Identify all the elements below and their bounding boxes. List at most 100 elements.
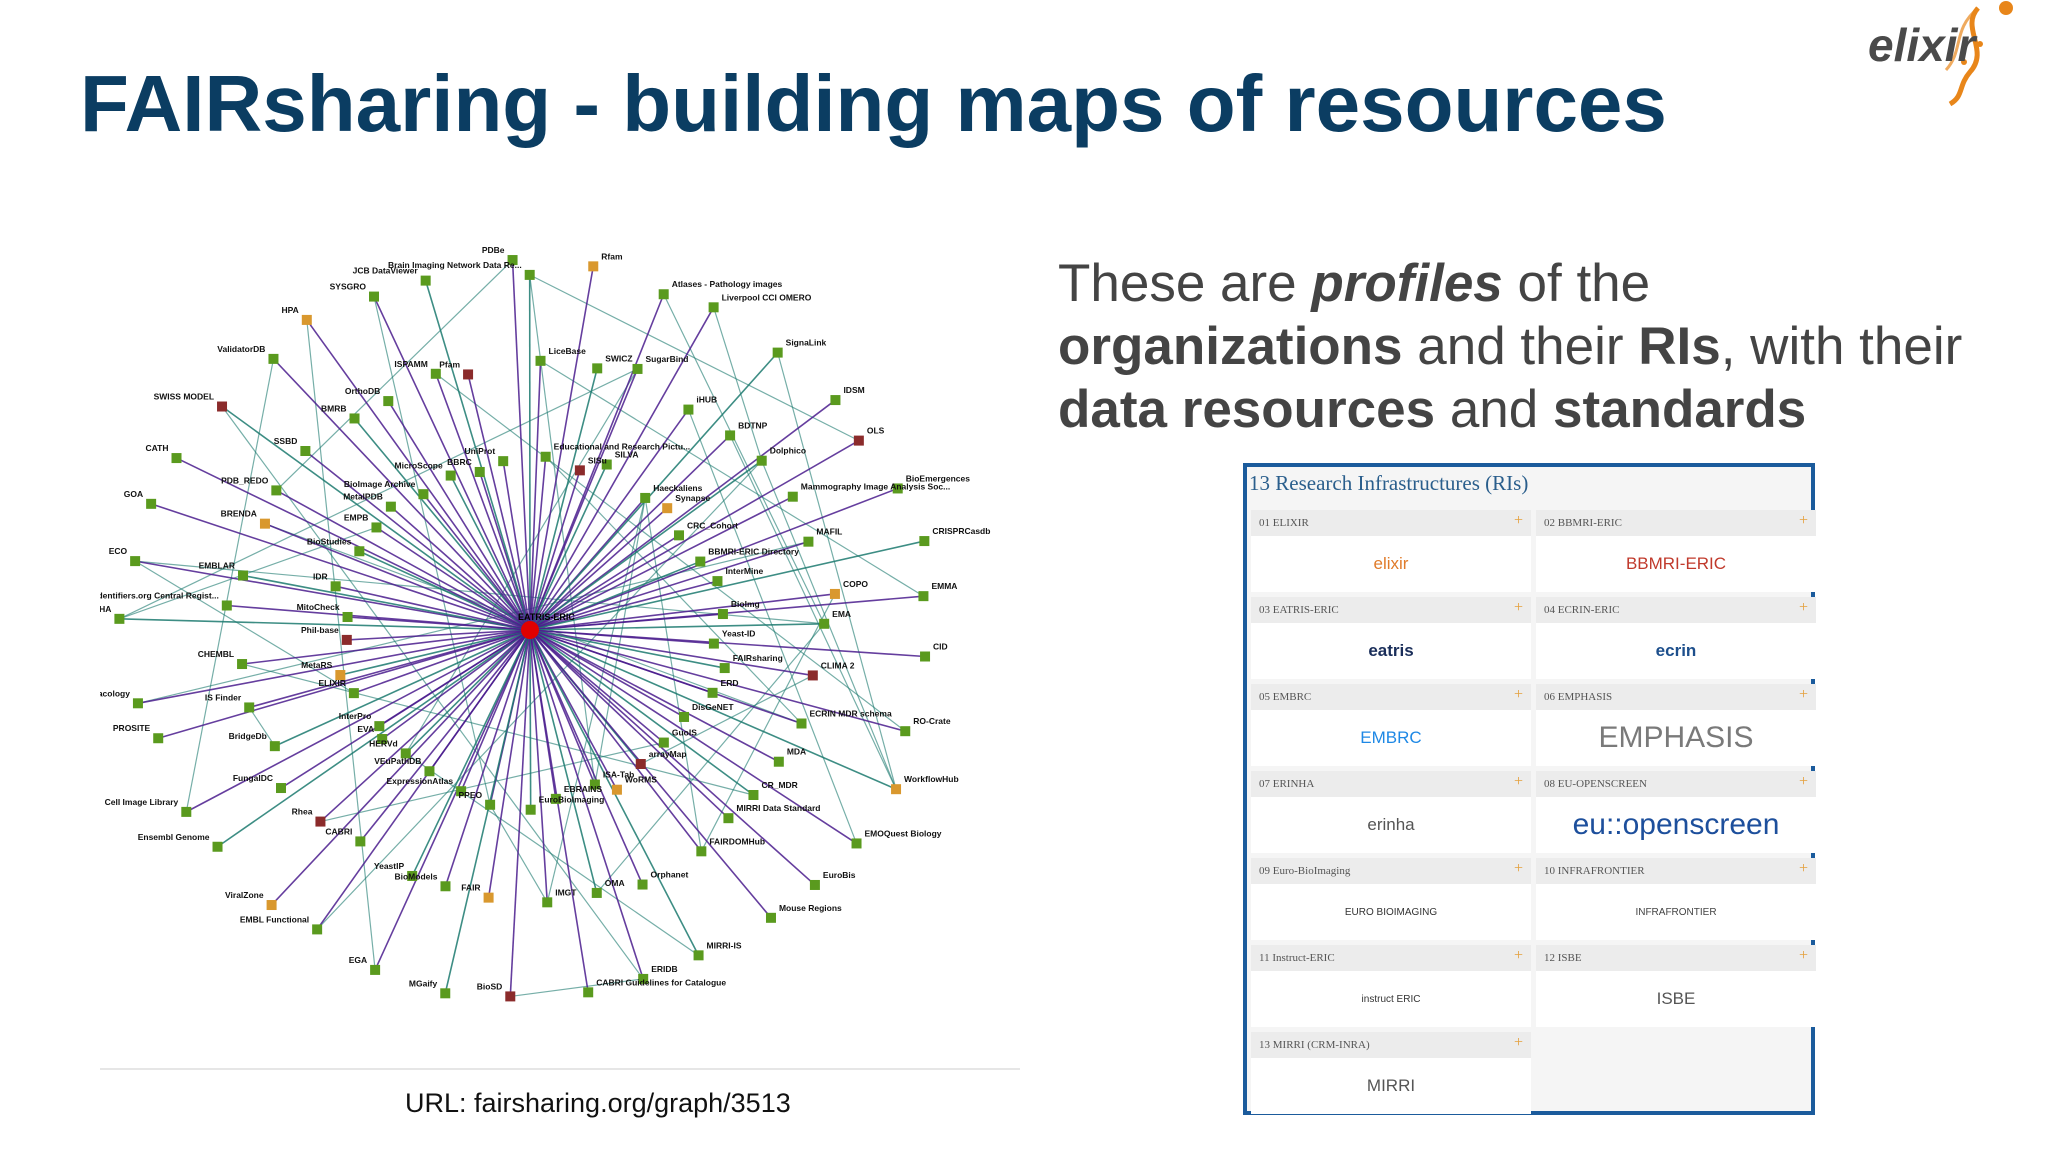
graph-node[interactable]: [851, 838, 862, 849]
graph-node[interactable]: [892, 483, 903, 494]
graph-node[interactable]: [371, 522, 382, 533]
expand-plus-icon[interactable]: +: [1798, 599, 1808, 616]
graph-node[interactable]: [900, 726, 911, 737]
graph-node[interactable]: [271, 485, 282, 496]
graph-node[interactable]: [244, 702, 255, 713]
ri-card[interactable]: 04 ECRIN-ERIC+ecrin: [1536, 597, 1816, 679]
graph-node[interactable]: [658, 289, 669, 300]
graph-node[interactable]: [355, 836, 366, 847]
graph-node[interactable]: [707, 687, 718, 698]
ri-card[interactable]: 02 BBMRI-ERIC+BBMRI-ERIC: [1536, 510, 1816, 592]
graph-node[interactable]: [696, 846, 707, 857]
graph-node[interactable]: [592, 363, 603, 374]
graph-node[interactable]: [342, 611, 353, 622]
graph-node[interactable]: [266, 900, 277, 911]
graph-node[interactable]: [349, 413, 360, 424]
graph-node[interactable]: [370, 964, 381, 975]
graph-node[interactable]: [507, 255, 518, 266]
graph-node[interactable]: [483, 892, 494, 903]
graph-node[interactable]: [269, 741, 280, 752]
graph-node[interactable]: [683, 404, 694, 415]
graph-node[interactable]: [637, 879, 648, 890]
expand-plus-icon[interactable]: +: [1798, 773, 1808, 790]
graph-node[interactable]: [114, 613, 125, 624]
graph-node[interactable]: [268, 353, 279, 364]
graph-node[interactable]: [498, 456, 509, 467]
graph-node[interactable]: [773, 756, 784, 767]
graph-node[interactable]: [674, 530, 685, 541]
graph-node[interactable]: [354, 546, 365, 557]
graph-node[interactable]: [640, 492, 651, 503]
graph-node[interactable]: [583, 987, 594, 998]
graph-node[interactable]: [708, 638, 719, 649]
ri-card[interactable]: 03 EATRIS-ERIC+eatris: [1251, 597, 1531, 679]
expand-plus-icon[interactable]: +: [1513, 773, 1523, 790]
graph-node[interactable]: [212, 841, 223, 852]
expand-plus-icon[interactable]: +: [1513, 1034, 1523, 1051]
graph-node[interactable]: [748, 789, 759, 800]
graph-node[interactable]: [635, 759, 646, 770]
graph-node[interactable]: [819, 618, 830, 629]
expand-plus-icon[interactable]: +: [1798, 947, 1808, 964]
graph-node[interactable]: [418, 489, 429, 500]
graph-node[interactable]: [407, 870, 418, 881]
graph-node[interactable]: [171, 453, 182, 464]
graph-node[interactable]: [341, 634, 352, 645]
expand-plus-icon[interactable]: +: [1798, 686, 1808, 703]
graph-node[interactable]: [765, 912, 776, 923]
ri-card[interactable]: 13 MIRRI (CRM-INRA)+MIRRI: [1251, 1032, 1531, 1114]
graph-node[interactable]: [550, 793, 561, 804]
graph-node[interactable]: [400, 748, 411, 759]
expand-plus-icon[interactable]: +: [1798, 512, 1808, 529]
graph-node[interactable]: [796, 718, 807, 729]
graph-node[interactable]: [542, 897, 553, 908]
graph-node[interactable]: [485, 799, 496, 810]
ri-card[interactable]: 08 EU-OPENSCREEN+eu::openscreen: [1536, 771, 1816, 853]
graph-node[interactable]: [300, 446, 311, 457]
graph-node[interactable]: [658, 737, 669, 748]
graph-node[interactable]: [456, 786, 467, 797]
graph-node[interactable]: [891, 784, 902, 795]
graph-node[interactable]: [756, 455, 767, 466]
graph-node[interactable]: [445, 470, 456, 481]
ri-card[interactable]: 07 ERINHA+erinha: [1251, 771, 1531, 853]
graph-node[interactable]: [525, 804, 536, 815]
ri-card[interactable]: 05 EMBRC+EMBRC: [1251, 684, 1531, 766]
graph-node[interactable]: [132, 698, 143, 709]
graph-node[interactable]: [430, 368, 441, 379]
expand-plus-icon[interactable]: +: [1513, 512, 1523, 529]
graph-node[interactable]: [315, 816, 326, 827]
graph-node[interactable]: [632, 363, 643, 374]
graph-node[interactable]: [918, 591, 929, 602]
graph-node[interactable]: [591, 887, 602, 898]
graph-node[interactable]: [301, 314, 312, 325]
graph-node[interactable]: [725, 430, 736, 441]
expand-plus-icon[interactable]: +: [1513, 860, 1523, 877]
graph-node[interactable]: [588, 261, 599, 272]
graph-node[interactable]: [717, 609, 728, 620]
ri-card[interactable]: 09 Euro-BioImaging+EURO BIOIMAGING: [1251, 858, 1531, 940]
expand-plus-icon[interactable]: +: [1513, 686, 1523, 703]
graph-node[interactable]: [335, 670, 346, 681]
graph-node[interactable]: [238, 570, 249, 581]
graph-node[interactable]: [787, 491, 798, 502]
expand-plus-icon[interactable]: +: [1513, 947, 1523, 964]
graph-node[interactable]: [424, 766, 435, 777]
graph-node[interactable]: [589, 779, 600, 790]
ri-card[interactable]: 11 Instruct-ERIC+instruct ERIC: [1251, 945, 1531, 1027]
graph-node[interactable]: [712, 576, 723, 587]
graph-node[interactable]: [829, 588, 840, 599]
graph-node[interactable]: [153, 733, 164, 744]
graph-node[interactable]: [524, 269, 535, 280]
graph-node[interactable]: [853, 435, 864, 446]
graph-node[interactable]: [440, 881, 451, 892]
graph-node[interactable]: [369, 291, 380, 302]
graph-node[interactable]: [723, 813, 734, 824]
graph-node[interactable]: [474, 466, 485, 477]
graph-node[interactable]: [540, 451, 551, 462]
graph-node[interactable]: [809, 879, 820, 890]
graph-node[interactable]: [420, 275, 431, 286]
graph-node[interactable]: [920, 651, 931, 662]
graph-node[interactable]: [383, 396, 394, 407]
ri-card[interactable]: 06 EMPHASIS+EMPHASIS: [1536, 684, 1816, 766]
